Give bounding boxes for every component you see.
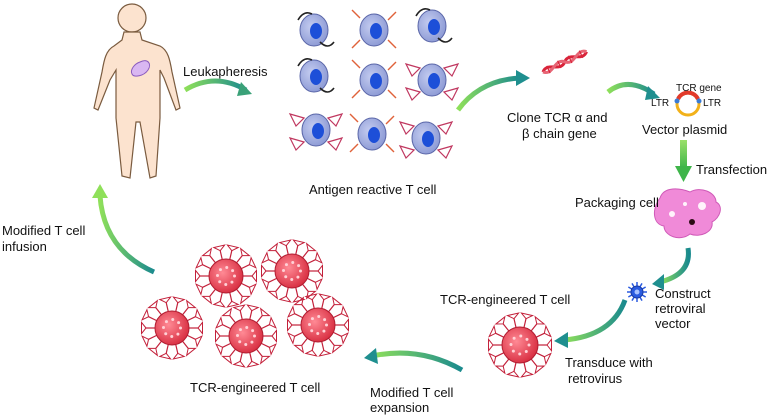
- label-construct-line1: Construct: [655, 286, 711, 301]
- arrow-transfection: [675, 140, 692, 182]
- tcr-engineered-tcell: [195, 244, 257, 308]
- tcr-engineered-tcell: [141, 296, 203, 360]
- arrow-infusion: [92, 184, 156, 275]
- label-clone-line1: Clone TCR α and: [507, 110, 608, 125]
- arrow-expansion: [364, 348, 464, 373]
- antigen-reactive-tcell: [297, 58, 335, 93]
- antigen-reactive-tcell: [297, 12, 335, 47]
- antigen-reactive-tcell-grid: [288, 8, 460, 160]
- label-transduce-line2: retrovirus: [568, 371, 623, 386]
- retroviral-vector-icon: [627, 282, 647, 302]
- arrow-to-construct: [652, 247, 691, 290]
- tcr-engineered-tcell: [488, 312, 552, 378]
- arrow-to-plasmid: [606, 82, 660, 100]
- antigen-reactive-tcell: [351, 59, 397, 99]
- arrow-to-clone: [455, 70, 530, 112]
- dna-helix-icon: [541, 49, 588, 75]
- label-expansion-line2: expansion: [370, 400, 430, 415]
- antigen-reactive-tcell: [349, 113, 395, 153]
- label-expansion-line1: Modified T cell: [370, 385, 454, 400]
- label-transfection: Transfection: [696, 162, 768, 177]
- antigen-reactive-tcell: [404, 63, 460, 102]
- human-body-icon: [93, 3, 181, 179]
- antigen-reactive-tcell: [398, 121, 454, 160]
- arrow-leukapheresis: [183, 78, 252, 96]
- packaging-cell-icon: [654, 188, 721, 239]
- label-vector-plasmid: Vector plasmid: [642, 122, 728, 137]
- organ-icon: [131, 60, 151, 77]
- label-tcr-engineered-small: TCR-engineered T cell: [440, 292, 571, 307]
- antigen-reactive-tcell: [351, 9, 397, 49]
- label-construct-line3: vector: [655, 316, 691, 331]
- label-clone-line2: β chain gene: [522, 126, 597, 141]
- tcr-engineered-tcell: [287, 293, 349, 357]
- tcr-engineered-tcell-group: [141, 239, 552, 378]
- arrow-transduce: [554, 299, 628, 348]
- antigen-reactive-tcell: [415, 8, 453, 43]
- label-transduce-line1: Transduce with: [565, 355, 653, 370]
- vector-plasmid-icon: [674, 90, 702, 117]
- label-antigen-reactive-tcell: Antigen reactive T cell: [309, 182, 437, 197]
- label-tcr-engineered-cluster: TCR-engineered T cell: [190, 380, 321, 395]
- label-infusion-line2: infusion: [2, 239, 47, 254]
- label-leukapheresis: Leukapheresis: [183, 64, 268, 79]
- label-ltr-right: LTR: [703, 98, 722, 109]
- label-infusion-line1: Modified T cell: [2, 223, 86, 238]
- antigen-reactive-tcell: [288, 113, 344, 152]
- label-tcr-gene: TCR gene: [676, 83, 722, 94]
- label-construct-line2: retroviral: [655, 301, 706, 316]
- label-ltr-left: LTR: [651, 98, 670, 109]
- tcr-engineered-tcell: [261, 239, 323, 303]
- label-packaging-cell: Packaging cell: [575, 195, 659, 210]
- tcr-engineered-tcell: [215, 304, 277, 368]
